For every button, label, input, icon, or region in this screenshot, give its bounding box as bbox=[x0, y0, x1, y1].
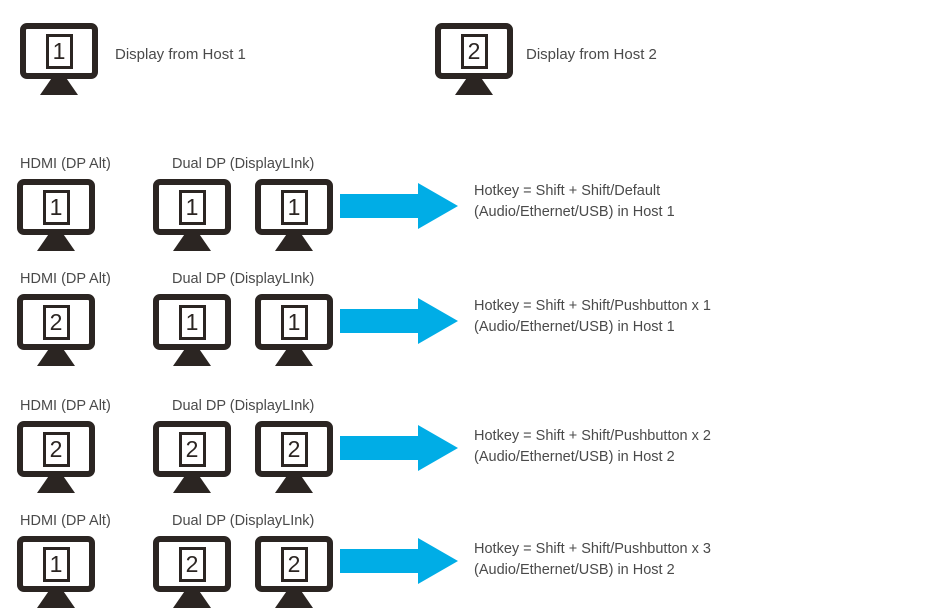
monitor-number-tag: 1 bbox=[178, 304, 206, 340]
monitor-stand bbox=[37, 476, 75, 493]
monitor-stand bbox=[275, 234, 313, 251]
monitor-stand bbox=[40, 78, 78, 95]
right-arrow-icon bbox=[340, 538, 458, 584]
hotkey-description: Hotkey = Shift + Shift/Pushbutton x 1 (A… bbox=[474, 296, 711, 338]
monitor-screen: 2 bbox=[153, 536, 231, 592]
hotkey-line-2: (Audio/Ethernet/USB) in Host 2 bbox=[474, 562, 675, 578]
monitor-stand bbox=[37, 234, 75, 251]
monitor-number-tag: 1 bbox=[42, 546, 70, 582]
monitor-icon-host2-legend: 2 bbox=[435, 23, 513, 97]
monitor-number-tag: 2 bbox=[280, 546, 308, 582]
monitor-stand bbox=[455, 78, 493, 95]
monitor-number-tag: 2 bbox=[460, 33, 488, 69]
right-arrow-icon bbox=[340, 183, 458, 229]
hdmi-port-label: HDMI (DP Alt) bbox=[20, 513, 111, 529]
monitor-icon-dp2: 2 bbox=[255, 536, 333, 610]
monitor-stand bbox=[275, 591, 313, 608]
hotkey-description: Hotkey = Shift + Shift/Default (Audio/Et… bbox=[474, 181, 675, 223]
monitor-screen: 1 bbox=[255, 294, 333, 350]
hotkey-line-2: (Audio/Ethernet/USB) in Host 2 bbox=[474, 449, 675, 465]
monitor-number-tag: 1 bbox=[42, 189, 70, 225]
hdmi-port-label: HDMI (DP Alt) bbox=[20, 398, 111, 414]
legend-label-host1: Display from Host 1 bbox=[115, 46, 246, 63]
monitor-screen: 2 bbox=[17, 421, 95, 477]
dual-dp-port-label: Dual DP (DisplayLInk) bbox=[172, 398, 315, 414]
monitor-icon-hdmi: 1 bbox=[17, 179, 95, 253]
hotkey-line-1: Hotkey = Shift + Shift/Pushbutton x 2 bbox=[474, 428, 711, 444]
monitor-icon-hdmi: 1 bbox=[17, 536, 95, 610]
monitor-stand bbox=[173, 349, 211, 366]
monitor-screen: 1 bbox=[20, 23, 98, 79]
monitor-stand bbox=[37, 591, 75, 608]
monitor-stand bbox=[275, 476, 313, 493]
right-arrow-icon bbox=[340, 298, 458, 344]
right-arrow-icon bbox=[340, 425, 458, 471]
monitor-stand bbox=[37, 349, 75, 366]
monitor-icon-dp1: 2 bbox=[153, 421, 231, 495]
hotkey-description: Hotkey = Shift + Shift/Pushbutton x 3 (A… bbox=[474, 539, 711, 581]
hotkey-line-2: (Audio/Ethernet/USB) in Host 1 bbox=[474, 204, 675, 220]
monitor-stand bbox=[173, 234, 211, 251]
dual-dp-port-label: Dual DP (DisplayLInk) bbox=[172, 513, 315, 529]
monitor-screen: 2 bbox=[153, 421, 231, 477]
monitor-screen: 1 bbox=[17, 179, 95, 235]
monitor-number-tag: 2 bbox=[280, 431, 308, 467]
hdmi-port-label: HDMI (DP Alt) bbox=[20, 156, 111, 172]
monitor-number-tag: 2 bbox=[42, 304, 70, 340]
monitor-screen: 2 bbox=[435, 23, 513, 79]
monitor-screen: 1 bbox=[153, 294, 231, 350]
hotkey-line-2: (Audio/Ethernet/USB) in Host 1 bbox=[474, 319, 675, 335]
monitor-icon-hdmi: 2 bbox=[17, 421, 95, 495]
legend-label-host2: Display from Host 2 bbox=[526, 46, 657, 63]
hotkey-line-1: Hotkey = Shift + Shift/Pushbutton x 3 bbox=[474, 541, 711, 557]
monitor-icon-hdmi: 2 bbox=[17, 294, 95, 368]
monitor-screen: 1 bbox=[255, 179, 333, 235]
monitor-stand bbox=[173, 591, 211, 608]
monitor-number-tag: 1 bbox=[280, 189, 308, 225]
monitor-number-tag: 2 bbox=[42, 431, 70, 467]
monitor-number-tag: 1 bbox=[178, 189, 206, 225]
config-row-3: HDMI (DP Alt) Dual DP (DisplayLInk) 2 2 … bbox=[0, 397, 945, 502]
monitor-stand bbox=[173, 476, 211, 493]
hotkey-description: Hotkey = Shift + Shift/Pushbutton x 2 (A… bbox=[474, 426, 711, 468]
monitor-icon-dp1: 1 bbox=[153, 179, 231, 253]
monitor-icon-dp2: 1 bbox=[255, 179, 333, 253]
monitor-icon-dp1: 2 bbox=[153, 536, 231, 610]
monitor-screen: 2 bbox=[255, 536, 333, 592]
monitor-icon-dp1: 1 bbox=[153, 294, 231, 368]
monitor-icon-dp2: 1 bbox=[255, 294, 333, 368]
monitor-screen: 1 bbox=[153, 179, 231, 235]
config-row-4: HDMI (DP Alt) Dual DP (DisplayLInk) 1 2 … bbox=[0, 512, 945, 616]
config-row-1: HDMI (DP Alt) Dual DP (DisplayLInk) 1 1 … bbox=[0, 155, 945, 260]
monitor-number-tag: 1 bbox=[45, 33, 73, 69]
monitor-stand bbox=[275, 349, 313, 366]
monitor-screen: 2 bbox=[255, 421, 333, 477]
dual-dp-port-label: Dual DP (DisplayLInk) bbox=[172, 271, 315, 287]
monitor-number-tag: 2 bbox=[178, 431, 206, 467]
monitor-screen: 1 bbox=[17, 536, 95, 592]
dual-dp-port-label: Dual DP (DisplayLInk) bbox=[172, 156, 315, 172]
hotkey-line-1: Hotkey = Shift + Shift/Pushbutton x 1 bbox=[474, 298, 711, 314]
hdmi-port-label: HDMI (DP Alt) bbox=[20, 271, 111, 287]
monitor-number-tag: 1 bbox=[280, 304, 308, 340]
monitor-icon-host1-legend: 1 bbox=[20, 23, 98, 97]
monitor-screen: 2 bbox=[17, 294, 95, 350]
hotkey-line-1: Hotkey = Shift + Shift/Default bbox=[474, 183, 661, 199]
monitor-icon-dp2: 2 bbox=[255, 421, 333, 495]
monitor-number-tag: 2 bbox=[178, 546, 206, 582]
config-row-2: HDMI (DP Alt) Dual DP (DisplayLInk) 2 1 … bbox=[0, 270, 945, 375]
